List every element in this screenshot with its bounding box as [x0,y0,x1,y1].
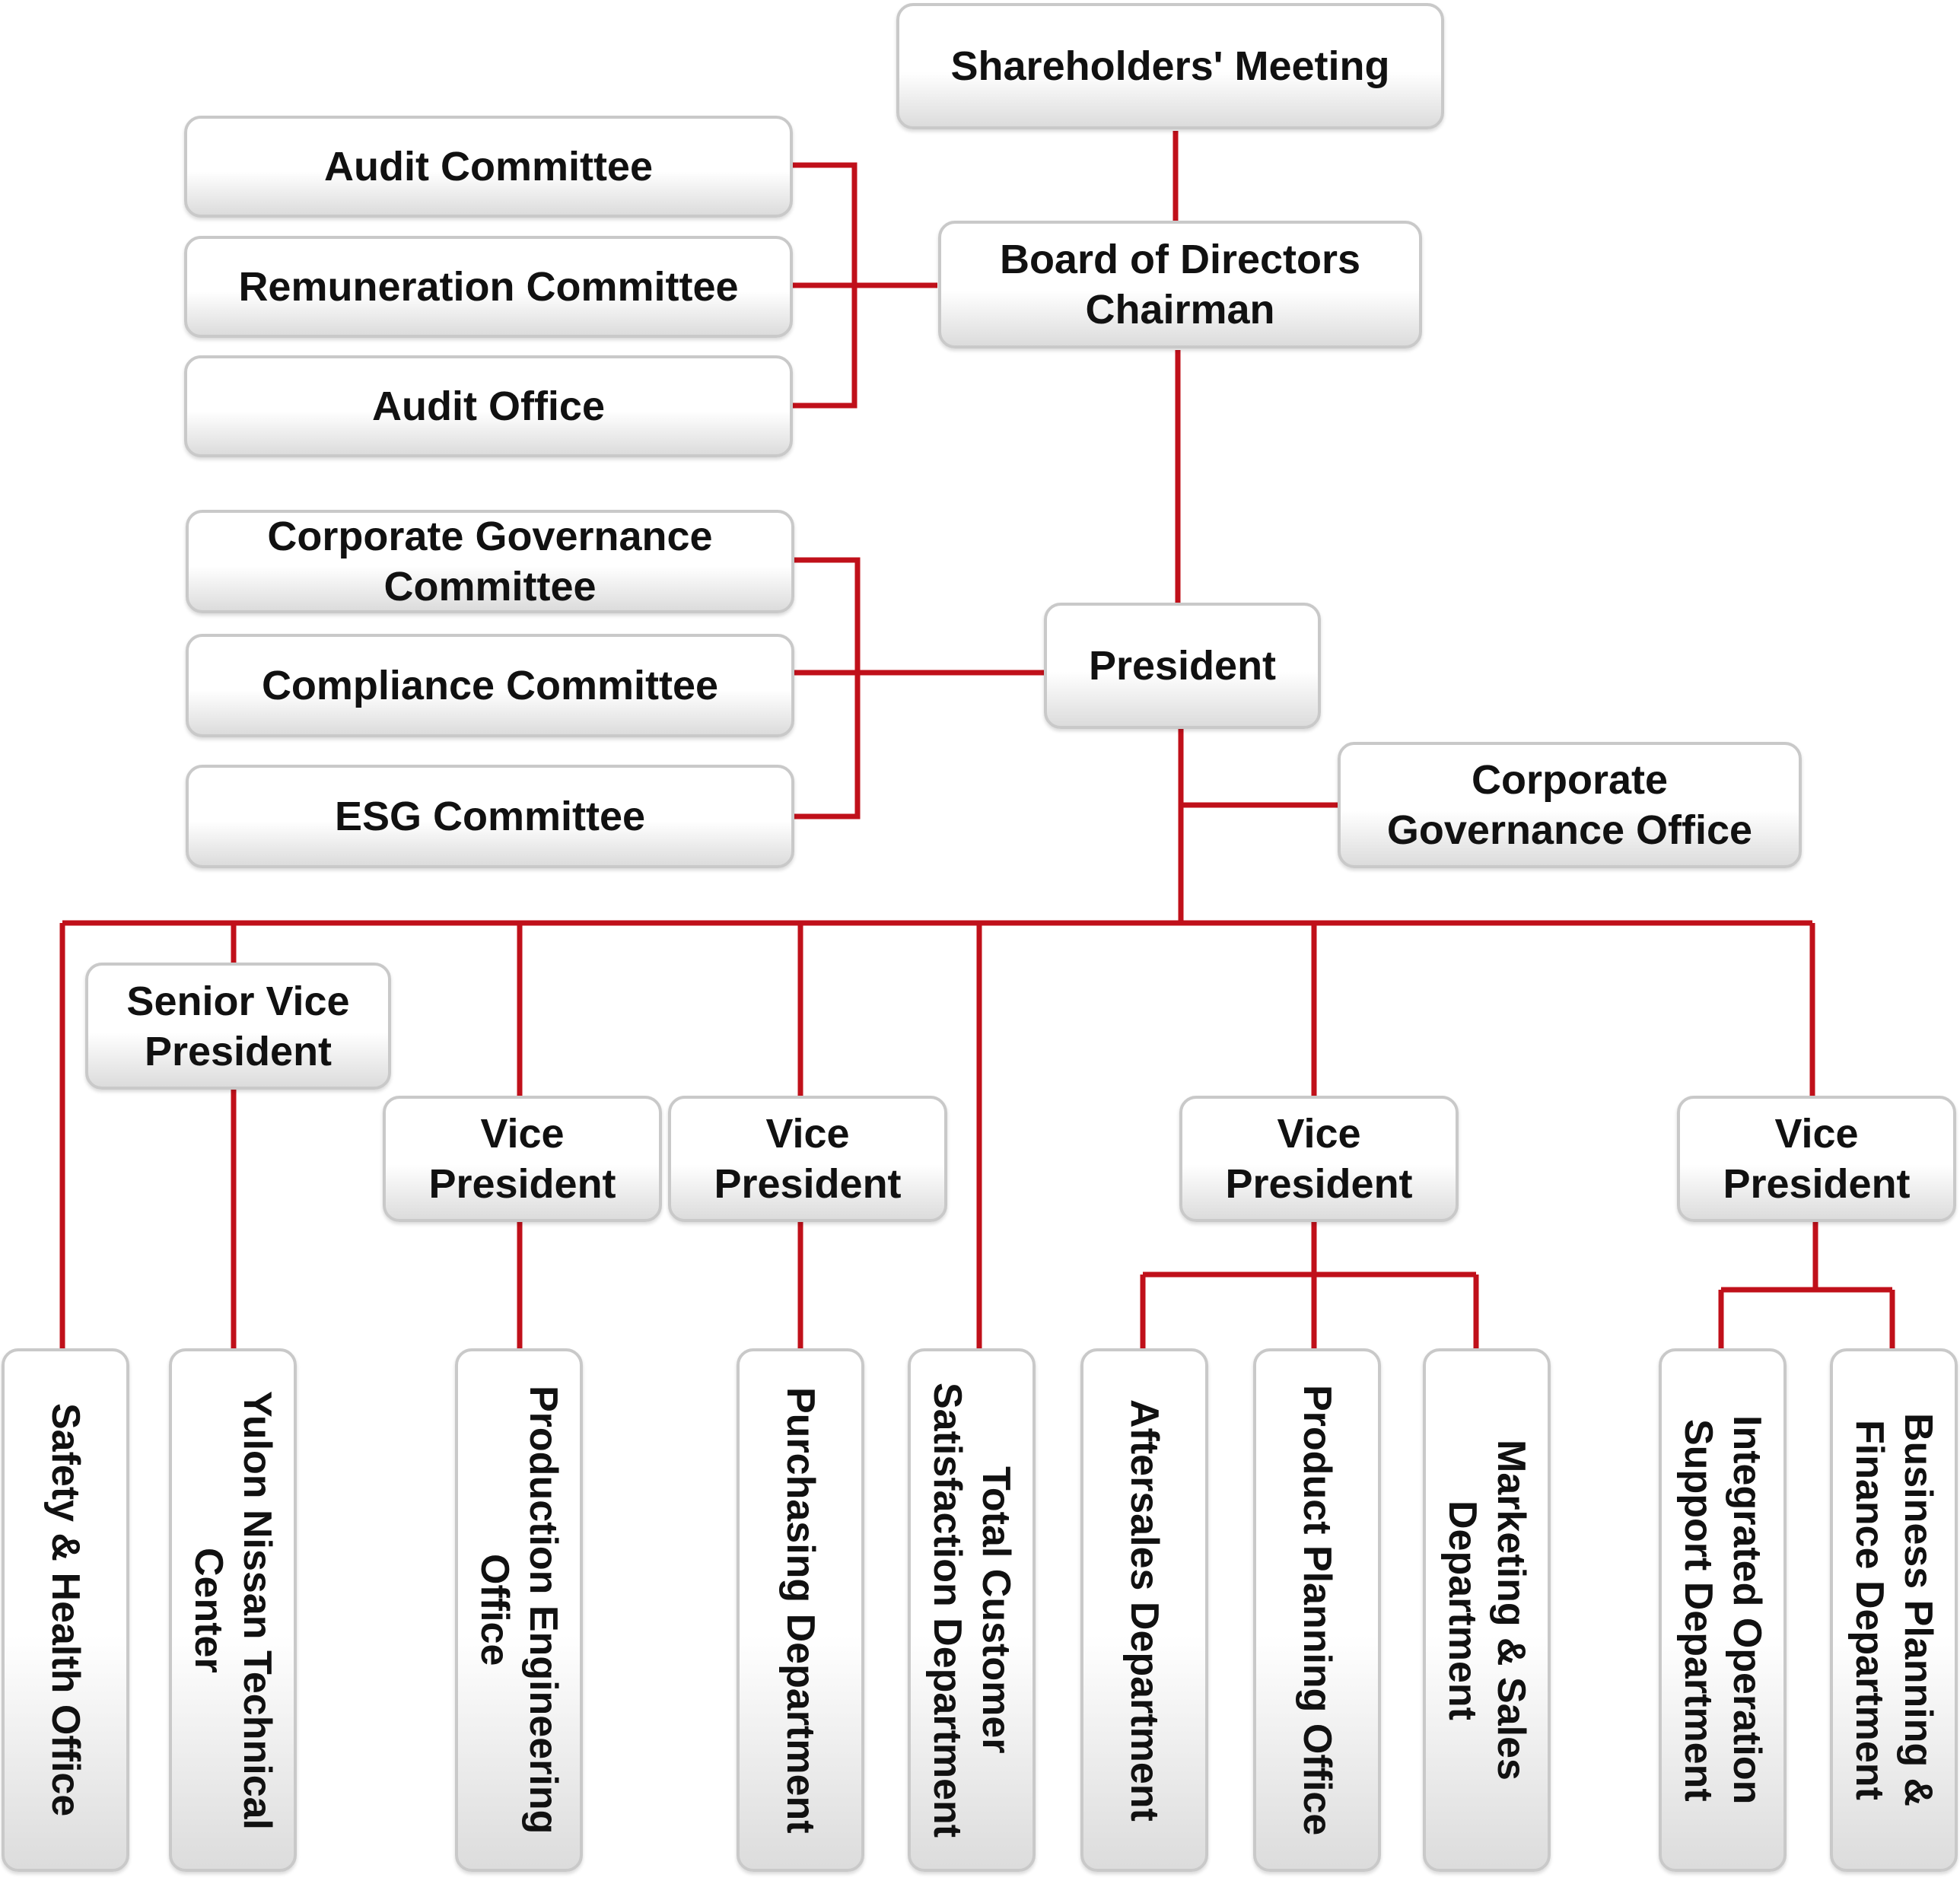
board-of-directors-box: Board of Directors Chairman [938,221,1422,348]
aftersales-department-label: Aftersales Department [1122,1399,1166,1822]
connector-president-committees [793,557,1044,819]
vice-president-label-1: Vice President [428,1111,616,1207]
compliance-committee-box: Compliance Committee [186,634,794,737]
safety-health-office-label: Safety & Health Office [43,1403,88,1817]
production-engineering-office-box: Production Engineering Office [455,1348,583,1872]
senior-vice-president-label: Senior Vice President [126,978,350,1074]
product-planning-office-label: Product Planning Office [1295,1384,1339,1836]
president-box: President [1044,603,1321,729]
audit-office-label: Audit Office [372,383,605,429]
purchasing-department-box: Purchasing Department [737,1348,864,1872]
remuneration-committee-box: Remuneration Committee [184,236,793,338]
vice-president-label-3: Vice President [1225,1111,1413,1207]
aftersales-department-box: Aftersales Department [1080,1348,1208,1872]
remuneration-committee-label: Remuneration Committee [238,264,739,310]
board-of-directors-label: Board of Directors Chairman [999,237,1361,333]
vice-president-box-4: Vice President [1677,1096,1956,1222]
vice-president-label-2: Vice President [714,1111,902,1207]
connector-board-committees [793,162,937,409]
integrated-operation-support-department-label: Integrated Operation Support Department [1676,1415,1769,1805]
integrated-operation-support-department-box: Integrated Operation Support Department [1659,1348,1787,1872]
vice-president-box-2: Vice President [668,1096,947,1222]
business-planning-finance-department-box: Business Planning & Finance Department [1830,1348,1958,1872]
corporate-governance-office-label: Corporate Governance Office [1386,757,1753,853]
marketing-sales-department-label: Marketing & Sales Department [1440,1440,1533,1781]
audit-committee-box: Audit Committee [184,116,793,218]
vice-president-box-3: Vice President [1179,1096,1459,1222]
product-planning-office-box: Product Planning Office [1253,1348,1381,1872]
technical-center-box: Yulon Nissan Technical Center [169,1348,297,1872]
president-label: President [1088,643,1277,689]
connector-vp3 [1140,923,1479,1348]
corporate-governance-committee-box: Corporate Governance Committee [186,510,794,613]
shareholders-meeting-box: Shareholders' Meeting [896,3,1444,129]
compliance-committee-label: Compliance Committee [261,663,719,708]
customer-satisfaction-department-box: Total Customer Satisfaction Department [908,1348,1036,1872]
vice-president-label-4: Vice President [1723,1111,1911,1207]
connector-vp4 [1718,923,1895,1348]
shareholders-meeting-label: Shareholders' Meeting [950,43,1390,89]
audit-office-box: Audit Office [184,355,793,457]
vice-president-box-1: Vice President [383,1096,662,1222]
customer-satisfaction-department-label: Total Customer Satisfaction Department [925,1382,1018,1838]
corporate-governance-committee-label: Corporate Governance Committee [267,514,713,609]
audit-committee-label: Audit Committee [324,144,653,189]
purchasing-department-label: Purchasing Department [778,1386,822,1834]
senior-vice-president-box: Senior Vice President [85,963,391,1090]
safety-health-office-box: Safety & Health Office [2,1348,129,1872]
connector-president-trunk [1178,729,1338,923]
production-engineering-office-label: Production Engineering Office [473,1386,565,1835]
esg-committee-box: ESG Committee [186,765,794,868]
corporate-governance-office-box: Corporate Governance Office [1338,742,1802,868]
technical-center-label: Yulon Nissan Technical Center [186,1390,279,1830]
business-planning-finance-department-label: Business Planning & Finance Department [1847,1413,1940,1807]
esg-committee-label: ESG Committee [334,794,646,839]
marketing-sales-department-box: Marketing & Sales Department [1423,1348,1551,1872]
